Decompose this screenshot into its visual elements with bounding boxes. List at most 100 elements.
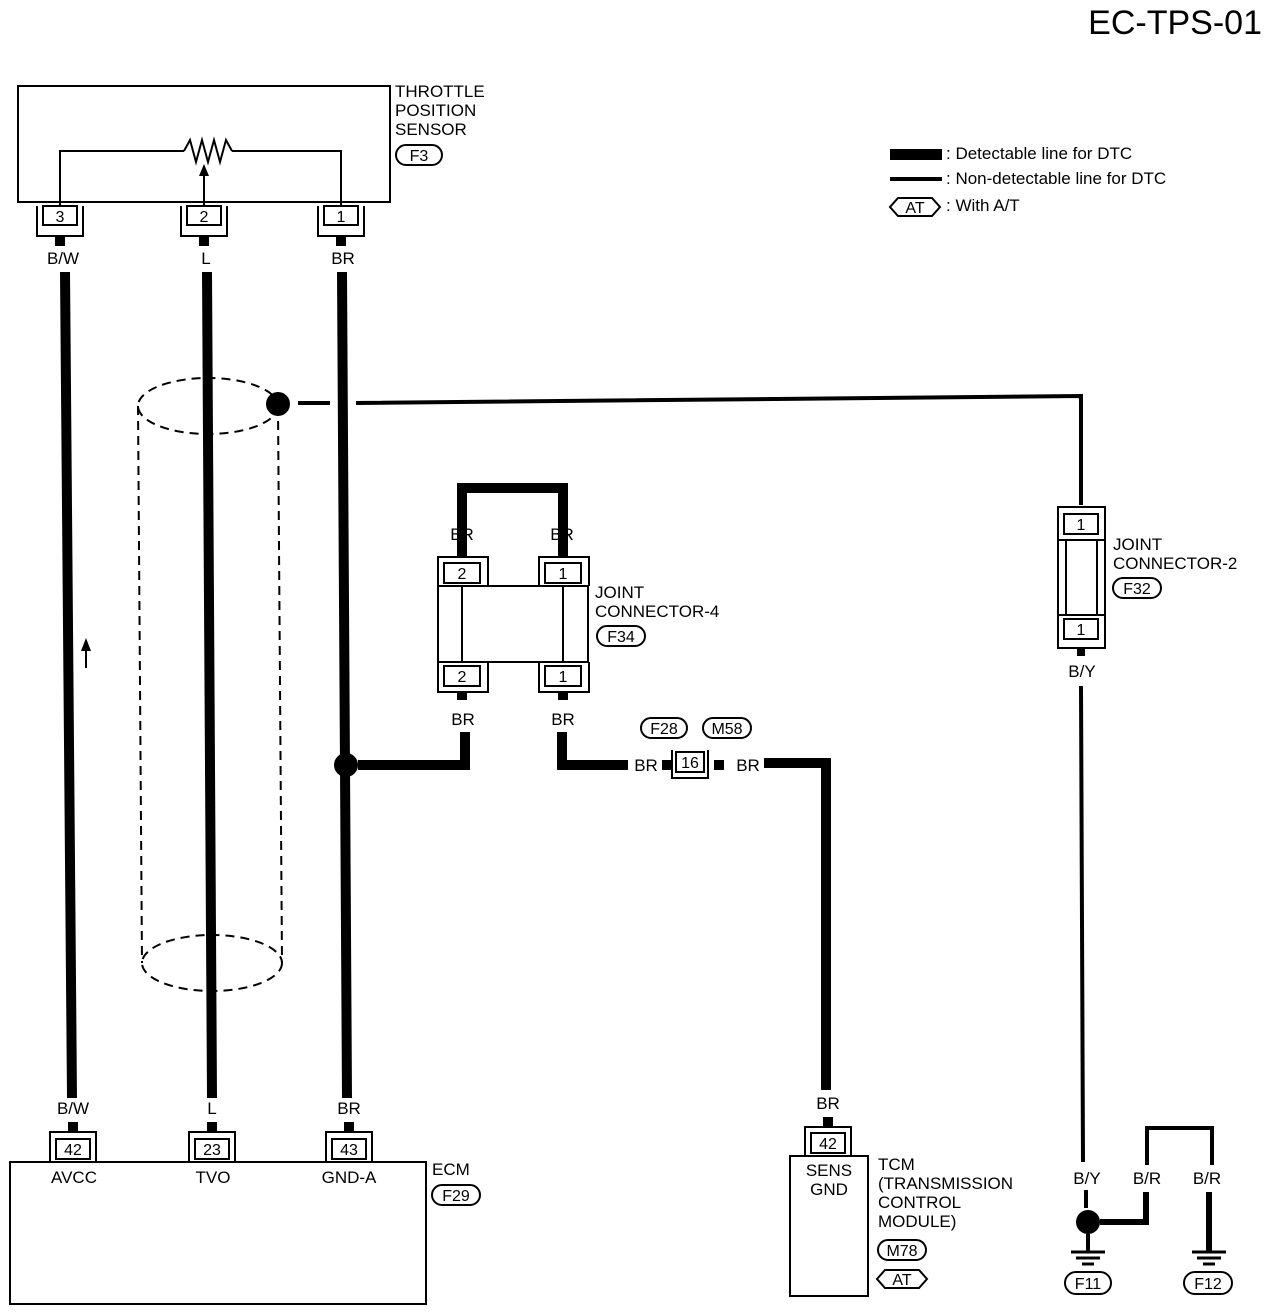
wire-l: [202, 271, 217, 1099]
tcm-box: [789, 1155, 869, 1297]
jc4-name-line-1: JOINT: [595, 583, 644, 602]
jc4-top-bridge: [457, 483, 568, 548]
wire-br-to-jc4: [358, 732, 470, 770]
legend: : Detectable line for DTC : Non-detectab…: [888, 144, 1166, 217]
jc2-name-line-2: CONNECTOR-2: [1113, 554, 1237, 573]
tcm-connector-id: M78: [886, 1243, 917, 1260]
wire-br: [337, 271, 352, 1099]
jc4-bottom-pin-2: 1: [559, 669, 568, 686]
jc4-connector-id: F34: [607, 629, 635, 646]
ecm-connector-badge: [431, 1184, 481, 1206]
ecm-terminal-avcc: AVCC: [51, 1168, 97, 1187]
ground-color-2: B/R: [1133, 1169, 1161, 1188]
tps-connector-badge: [395, 144, 443, 166]
ecm-connector-id: F29: [442, 1188, 470, 1205]
ecm-wire-color-2: L: [207, 1099, 216, 1118]
svg-text:2: 2: [200, 209, 209, 226]
ecm-name: ECM: [432, 1160, 470, 1179]
joint-connector-2: 1 1 B/Y JOINT CONNECTOR-2 F32: [1057, 506, 1237, 681]
inline-left-id: F28: [650, 721, 678, 738]
jc2-connector-badge: [1112, 577, 1162, 599]
tcm-at-text: AT: [892, 1272, 911, 1289]
resistor-symbol: [183, 136, 233, 166]
ground-label-f11: F11: [1075, 1276, 1101, 1293]
tps-pin-1: 1: [317, 205, 365, 237]
wire-by-ground: [1079, 685, 1085, 1163]
legend-detectable: : Detectable line for DTC: [946, 144, 1132, 163]
jc2-bottom-pin: 1: [1077, 622, 1086, 639]
tcm-pin-42: 42: [819, 1136, 837, 1153]
ecm: B/W L BR 42 23 43 AVCC TVO GND-A ECM F29: [9, 1099, 481, 1305]
wire-br-bridge: [1145, 1126, 1214, 1165]
tcm-terminal-line-1: SENS: [806, 1161, 852, 1180]
inline-left-color: BR: [634, 756, 658, 775]
jc4-top-color-2: BR: [550, 525, 574, 544]
ground-splice: [1076, 1210, 1100, 1234]
jc4-name-line-2: CONNECTOR-4: [595, 602, 719, 621]
shield-splice: [266, 392, 290, 416]
inline-right-color: BR: [736, 756, 760, 775]
ground-label-f12: F12: [1194, 1276, 1222, 1293]
jc2-name-line-1: JOINT: [1113, 535, 1162, 554]
wire-bw: [60, 271, 77, 1099]
jc4-connector-badge: [596, 625, 646, 647]
legend-thick-line: [890, 149, 942, 160]
tcm-terminal-line-2: GND: [810, 1180, 848, 1199]
ecm-pin-23: 23: [203, 1142, 221, 1159]
jc4-top-pin-2: 1: [559, 566, 568, 583]
jc4-top-color-1: BR: [450, 525, 474, 544]
tcm-name-line-1: TCM: [878, 1155, 915, 1174]
ground-color-3: B/R: [1193, 1169, 1221, 1188]
tps-pin-3: 3: [36, 205, 84, 237]
legend-with-at: : With A/T: [946, 196, 1020, 215]
tcm-name-line-4: MODULE): [878, 1212, 956, 1231]
jc4-bottom-color-1: BR: [451, 710, 475, 729]
jc2-connector-id: F32: [1123, 581, 1151, 598]
tps-pin-2: 2: [180, 205, 228, 237]
tps-name-line-2: POSITION: [395, 101, 476, 120]
jc2-top-pin: 1: [1077, 517, 1086, 534]
tcm: BR 42 SENS GND TCM (TRANSMISSION CONTROL…: [789, 1094, 1013, 1297]
jc4-body: [437, 585, 589, 663]
tps-connector-id: F3: [410, 148, 429, 165]
jc4-bottom-pin-1: 2: [458, 669, 467, 686]
wiper-arrow: [199, 164, 209, 176]
tps-name-line-3: SENSOR: [395, 120, 467, 139]
grounds: B/Y B/R B/R F11 F12: [1064, 1126, 1233, 1295]
jc4-top-pin-1: 2: [458, 566, 467, 583]
inline-right-id: M58: [711, 721, 742, 738]
throttle-position-sensor: THROTTLE POSITION SENSOR F3 3 2 1 B/W: [17, 82, 485, 268]
ecm-pin-43: 43: [340, 1142, 358, 1159]
tps-wire-color-1: B/W: [47, 249, 79, 268]
arrow-up-icon: [81, 638, 91, 651]
jc4-bottom-color-2: BR: [551, 710, 575, 729]
wire-shield-by: [355, 393, 1083, 505]
svg-text:1: 1: [337, 209, 346, 226]
tcm-name-line-2: (TRANSMISSION: [878, 1174, 1013, 1193]
tcm-name-line-3: CONTROL: [878, 1193, 961, 1212]
tps-wire-color-3: BR: [331, 249, 355, 268]
ecm-wire-color-1: B/W: [57, 1099, 89, 1118]
svg-text:3: 3: [56, 209, 65, 226]
page-code: EC-TPS-01: [1088, 4, 1262, 42]
tcm-connector-badge: [877, 1239, 927, 1261]
ecm-box: [9, 1161, 427, 1305]
ecm-terminal-tvo: TVO: [196, 1168, 231, 1187]
tps-wire-color-2: L: [201, 249, 210, 268]
ecm-pin-42: 42: [64, 1142, 82, 1159]
tcm-wire-color: BR: [816, 1094, 840, 1113]
joint-connector-4: BR BR 2 1 2 1 BR BR JOINT CONNECTOR-4 F3…: [437, 483, 719, 729]
inline-connector: BR 16 BR F28 M58: [634, 717, 760, 779]
inline-pin: 16: [681, 755, 699, 772]
legend-non-detectable: : Non-detectable line for DTC: [946, 169, 1166, 188]
wire-inline-to-tcm: [764, 758, 831, 1090]
legend-at-tag: [888, 197, 942, 217]
ecm-wire-color-3: BR: [337, 1099, 361, 1118]
wire-jc4-to-inline: [557, 732, 628, 770]
jc2-body: [1057, 539, 1106, 616]
tcm-at-tag: [875, 1269, 929, 1289]
legend-at-text: AT: [905, 200, 924, 217]
jc2-bottom-color: B/Y: [1068, 662, 1095, 681]
ground-color-1: B/Y: [1073, 1169, 1100, 1188]
